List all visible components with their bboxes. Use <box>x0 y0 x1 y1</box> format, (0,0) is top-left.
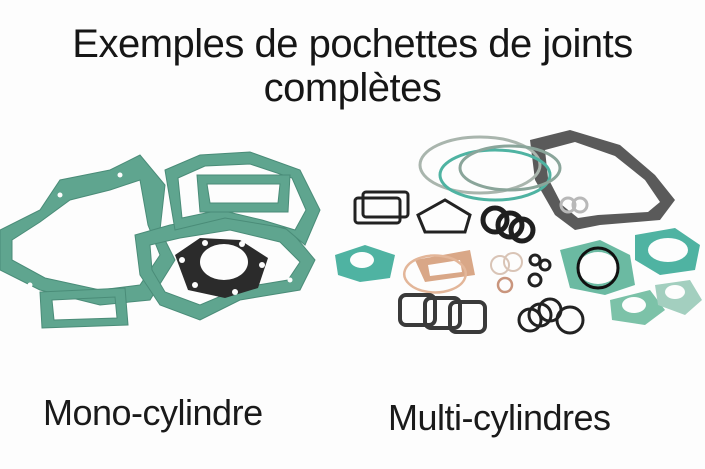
multi-cylinder-gasket-photo <box>335 130 702 335</box>
title-line-1: Exemples de pochettes de joints <box>72 22 633 66</box>
caption-mono-cylindre: Mono-cylindre <box>43 392 263 433</box>
caption-multi-cylindres: Multi-cylindres <box>388 397 611 438</box>
mono-cylinder-gasket-photo <box>0 151 321 329</box>
page-title: Exemples de pochettes de joints complète… <box>0 22 705 110</box>
title-line-2: complètes <box>263 66 442 110</box>
